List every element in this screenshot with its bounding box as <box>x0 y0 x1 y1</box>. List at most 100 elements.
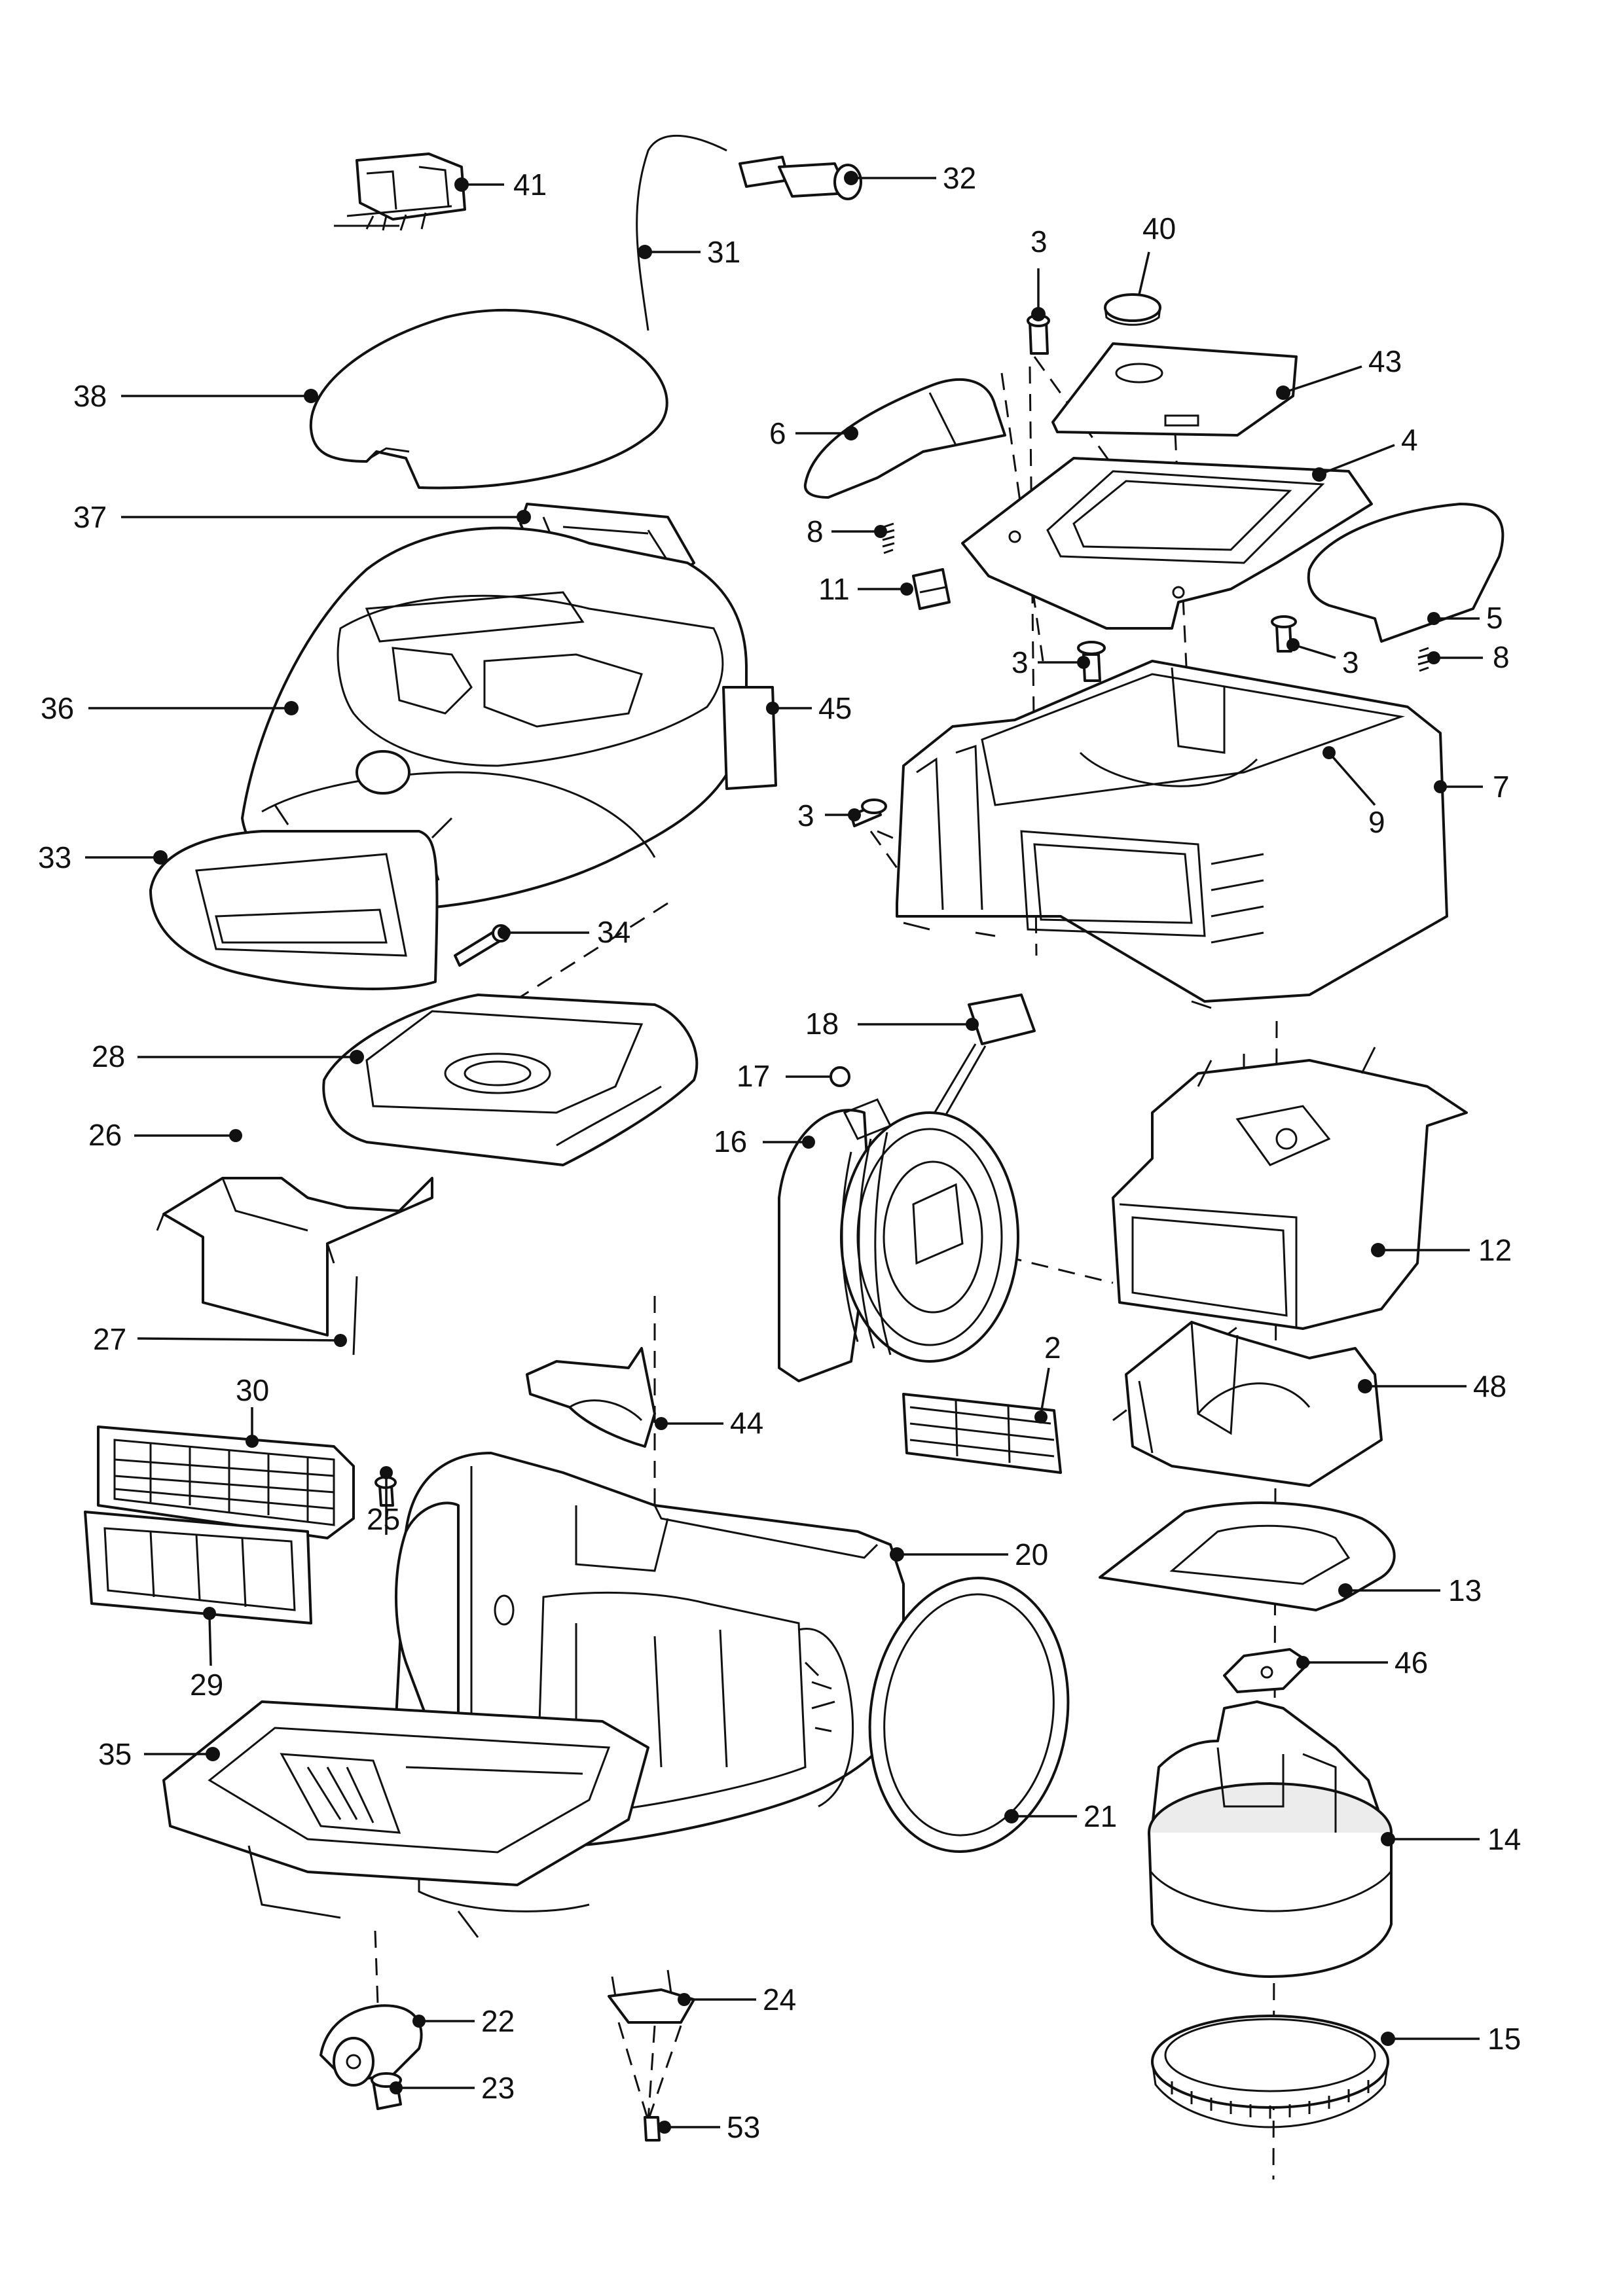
part-29-filter <box>84 1511 312 1624</box>
callout-30-number: 30 <box>236 1373 269 1407</box>
callout-4: 4 <box>1312 423 1418 482</box>
callout-34-number: 34 <box>597 915 630 949</box>
callout-48: 48 <box>1358 1369 1506 1403</box>
callout-24-number: 24 <box>763 1982 796 2017</box>
callout-32: 32 <box>844 161 976 195</box>
callout-43-number: 43 <box>1368 344 1402 378</box>
callout-32-number: 32 <box>943 161 976 195</box>
callout-37: 37 <box>73 500 531 534</box>
callout-45: 45 <box>766 691 852 725</box>
callout-8b-number: 8 <box>1493 640 1510 674</box>
part-11-switch <box>912 568 951 610</box>
callout-25-number: 25 <box>367 1502 400 1536</box>
part-24-clip <box>608 1969 695 2121</box>
part-33-front-bezel <box>149 830 439 990</box>
callout-2-number: 2 <box>1044 1331 1061 1365</box>
callout-20: 20 <box>890 1537 1048 1571</box>
callout-8a: 8 <box>807 514 887 548</box>
callout-33-number: 33 <box>38 840 71 874</box>
callout-17-number: 17 <box>737 1059 770 1093</box>
callout-46-number: 46 <box>1395 1645 1428 1679</box>
callout-9: 9 <box>1322 746 1385 839</box>
callout-40: 40 <box>1138 211 1176 295</box>
part-43-plate <box>1051 342 1298 437</box>
part-46-cap <box>1223 1648 1311 1693</box>
callout-22: 22 <box>412 2004 515 2038</box>
callout-45-number: 45 <box>818 691 852 725</box>
callout-18: 18 <box>805 1007 979 1041</box>
callout-6: 6 <box>769 416 858 450</box>
part-32-hose-fitting <box>739 156 862 200</box>
part-35-tray <box>162 1700 649 1938</box>
callout-15-number: 15 <box>1487 2022 1521 2056</box>
callout-41: 41 <box>454 168 547 202</box>
callout-23-number: 23 <box>481 2071 515 2105</box>
callout-28: 28 <box>92 1039 364 1073</box>
part-28-filter-bag <box>322 994 699 1166</box>
callout-41-number: 41 <box>513 168 547 202</box>
callout-44: 44 <box>655 1406 763 1440</box>
callout-34: 34 <box>498 915 630 949</box>
callout-7-number: 7 <box>1493 770 1510 804</box>
part-2-filter-grid <box>902 1393 1062 1474</box>
part-38-top-lid <box>309 308 668 490</box>
callout-12: 12 <box>1371 1233 1512 1267</box>
callout-11-number: 11 <box>818 572 850 606</box>
callout-6-number: 6 <box>769 416 786 450</box>
callout-3b-number: 3 <box>1012 645 1029 679</box>
callout-5-number: 5 <box>1486 601 1503 635</box>
part-40-knob <box>1104 293 1161 326</box>
callout-15: 15 <box>1381 2022 1521 2056</box>
part-44-bracket <box>526 1347 656 1448</box>
callout-21: 21 <box>1004 1799 1117 1833</box>
callout-29-number: 29 <box>190 1668 223 1702</box>
callout-5: 5 <box>1427 601 1503 635</box>
callout-26-number: 26 <box>88 1118 122 1152</box>
callout-8a-number: 8 <box>807 514 824 548</box>
part-3-screw-right <box>1271 615 1297 653</box>
part-6-side-cover <box>803 378 1006 499</box>
part-48-baffle <box>1125 1321 1383 1487</box>
part-16-cord-reel <box>778 1098 1019 1382</box>
callout-46: 46 <box>1296 1645 1428 1679</box>
callout-13-number: 13 <box>1448 1573 1482 1607</box>
callout-17: 17 <box>737 1059 830 1093</box>
callout-11: 11 <box>818 572 913 606</box>
callout-26: 26 <box>88 1118 242 1152</box>
part-45-side-panel <box>722 686 777 790</box>
callout-16-number: 16 <box>714 1124 747 1158</box>
callout-36: 36 <box>41 691 299 725</box>
part-8-spring-left <box>882 522 895 554</box>
part-53-screw <box>644 2116 661 2142</box>
callout-24: 24 <box>678 1982 796 2017</box>
part-13-gasket <box>1099 1501 1396 1611</box>
callout-36-number: 36 <box>41 691 74 725</box>
part-12-fan-housing <box>1112 1047 1468 1330</box>
callout-25: 25 <box>367 1466 400 1536</box>
callout-48-number: 48 <box>1473 1369 1506 1403</box>
part-27-pin <box>352 1276 358 1355</box>
callout-31: 31 <box>638 235 740 269</box>
callout-38-number: 38 <box>73 379 107 413</box>
part-26-bag-holder <box>156 1177 433 1336</box>
callout-3c-number: 3 <box>1342 645 1359 679</box>
part-17-ball <box>830 1066 850 1087</box>
callout-43: 43 <box>1276 344 1402 400</box>
callout-27: 27 <box>93 1322 347 1356</box>
callout-33: 33 <box>38 840 168 874</box>
part-5-side-cover <box>1307 503 1504 643</box>
callout-3c: 3 <box>1286 638 1359 679</box>
callout-3a: 3 <box>1030 224 1048 321</box>
callout-27-number: 27 <box>93 1322 126 1356</box>
part-8-spring-right <box>1417 647 1431 672</box>
callout-31-number: 31 <box>707 235 740 269</box>
callout-2: 2 <box>1034 1331 1061 1424</box>
callout-29: 29 <box>190 1607 223 1702</box>
callout-40-number: 40 <box>1142 211 1176 245</box>
callout-38: 38 <box>73 379 318 413</box>
callout-22-number: 22 <box>481 2004 515 2038</box>
callout-4-number: 4 <box>1401 423 1418 457</box>
part-3-screw-left <box>850 798 887 827</box>
callout-3a-number: 3 <box>1030 224 1048 259</box>
callout-30: 30 <box>236 1373 269 1448</box>
